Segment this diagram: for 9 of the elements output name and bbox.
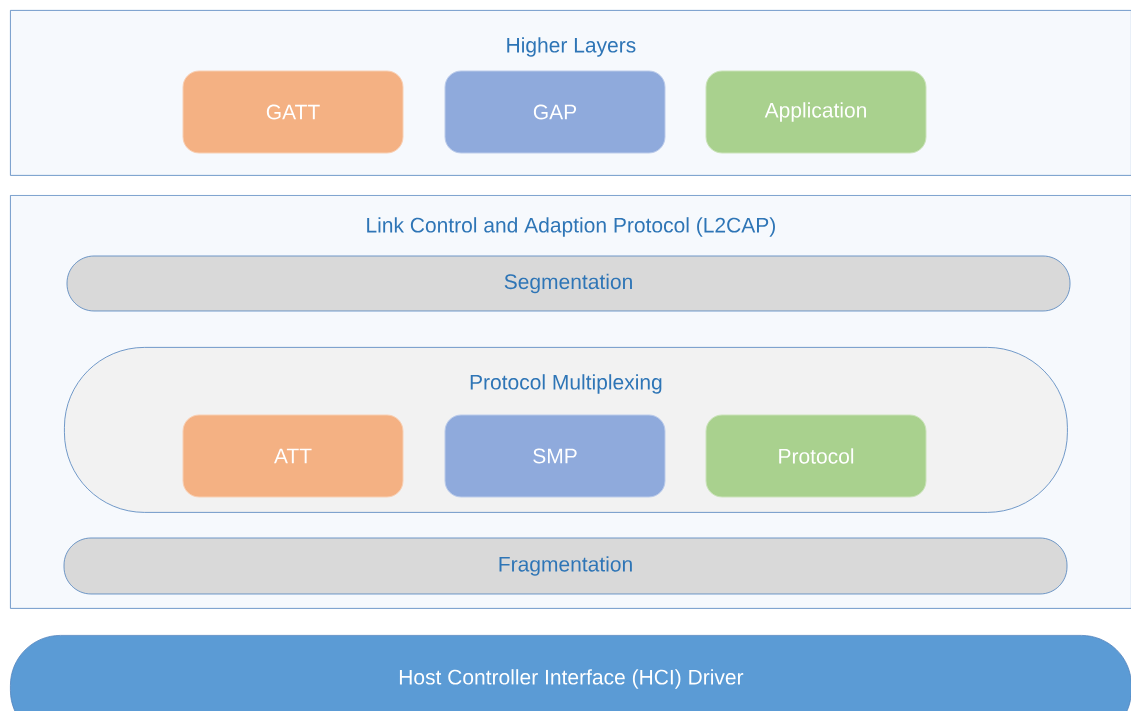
module-box: GAP (444, 70, 666, 154)
module-box: Application (705, 70, 927, 154)
module-box: Protocol (705, 414, 927, 498)
stage-bar: Fragmentation (63, 537, 1068, 595)
stage-bar: Segmentation (66, 255, 1071, 312)
module-box: GATT (182, 70, 404, 154)
module-box: SMP (444, 414, 666, 498)
driver-bar: Host Controller Interface (HCI) Driver (10, 635, 1131, 711)
module-box: ATT (182, 414, 404, 498)
